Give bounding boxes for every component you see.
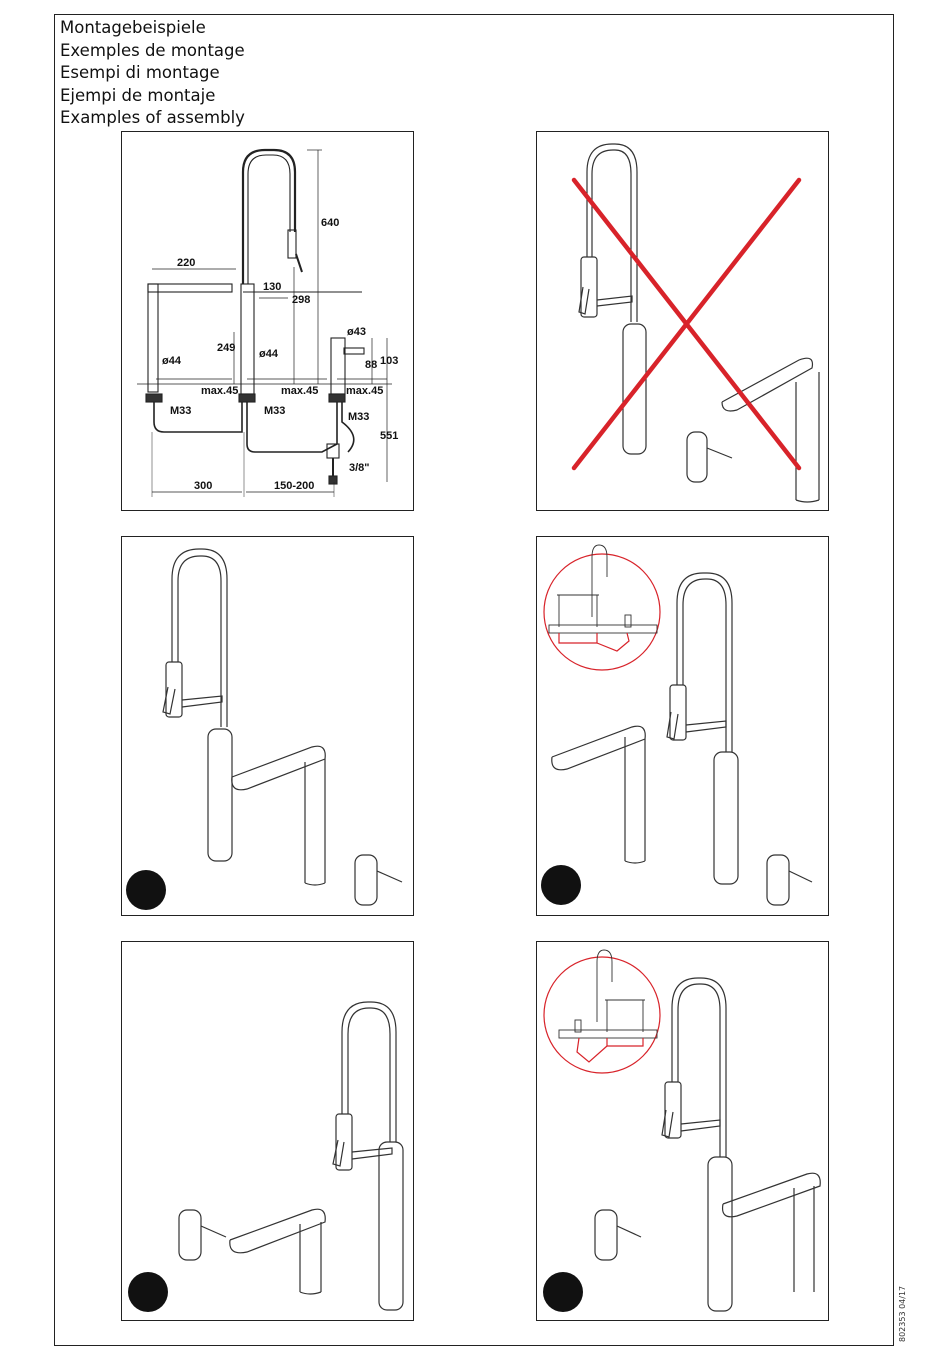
example-panel-1 — [121, 536, 414, 916]
dim-three-eighths: 3/8" — [349, 462, 370, 474]
position-marker — [543, 1272, 583, 1312]
dim-max45-left: max.45 — [201, 385, 238, 397]
incorrect-arrangement-panel — [536, 131, 829, 511]
faucet-illustration-2 — [537, 537, 830, 917]
dim-640: 640 — [321, 217, 339, 229]
title-spanish: Ejempi de montaje — [60, 85, 245, 108]
faucet-illustration-3 — [122, 942, 415, 1322]
dim-diameter-43: ø43 — [347, 326, 366, 338]
dim-m33-center: M33 — [264, 405, 285, 417]
dim-diameter-44-left: ø44 — [162, 355, 182, 367]
detail-inset-circle — [544, 554, 660, 670]
faucet-illustration-1 — [122, 537, 415, 917]
dim-88: 88 — [365, 359, 377, 371]
title-german: Montagebeispiele — [60, 17, 245, 40]
example-panel-3 — [121, 941, 414, 1321]
dim-551: 551 — [380, 430, 398, 442]
title-french: Exemples de montage — [60, 40, 245, 63]
incorrect-arrangement-illustration — [537, 132, 830, 512]
title-block: Montagebeispiele Exemples de montage Ese… — [60, 17, 245, 130]
position-marker — [128, 1272, 168, 1312]
title-italian: Esempi di montage — [60, 62, 245, 85]
position-marker — [541, 865, 581, 905]
dim-300: 300 — [194, 480, 212, 492]
dim-130: 130 — [263, 281, 281, 293]
technical-drawing-panel: 640 220 130 298 ø43 249 ø44 ø44 88 103 m… — [121, 131, 414, 511]
example-panel-2 — [536, 536, 829, 916]
dim-m33-left: M33 — [170, 405, 191, 417]
faucet-illustration-4 — [537, 942, 830, 1322]
technical-drawing: 640 220 130 298 ø43 249 ø44 ø44 88 103 m… — [122, 132, 415, 512]
dim-m33-right: M33 — [348, 411, 369, 423]
dim-298: 298 — [292, 294, 310, 306]
dim-249: 249 — [217, 342, 235, 354]
example-panel-4 — [536, 941, 829, 1321]
dim-150-200: 150-200 — [274, 480, 314, 492]
dim-max45-right: max.45 — [346, 385, 383, 397]
dim-103: 103 — [380, 355, 398, 367]
document-number: 802353 04/17 — [898, 1286, 907, 1342]
dim-max45-center: max.45 — [281, 385, 318, 397]
dim-220: 220 — [177, 257, 195, 269]
title-english: Examples of assembly — [60, 107, 245, 130]
position-marker — [126, 870, 166, 910]
dim-diameter-44-center: ø44 — [259, 348, 279, 360]
